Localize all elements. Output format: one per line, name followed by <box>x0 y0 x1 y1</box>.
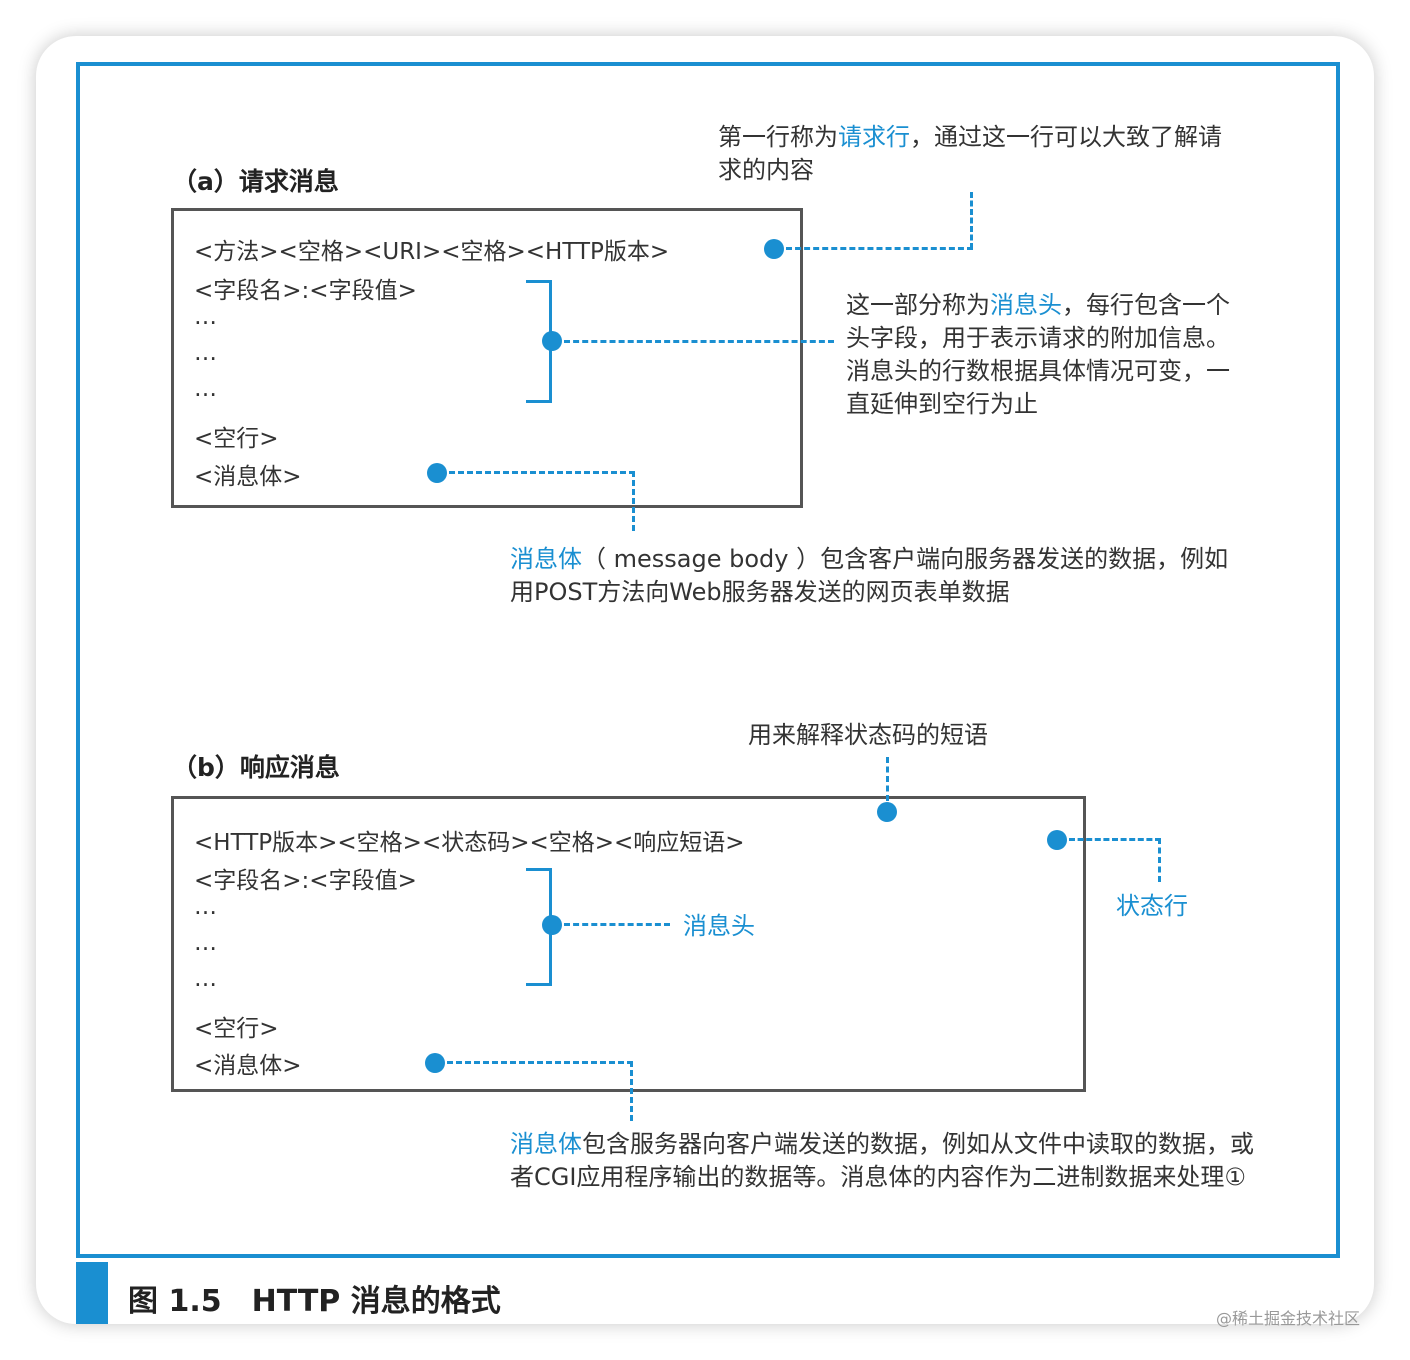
note-highlight: 请求行 <box>838 123 910 151</box>
request-ellipsis-2: … <box>194 340 217 366</box>
response-ellipsis-2: … <box>194 930 217 956</box>
request-header-field: <字段名>:<字段值> <box>194 278 417 304</box>
figure-caption: 图 1.5 HTTP 消息的格式 <box>128 1284 501 1319</box>
connector <box>447 1061 633 1064</box>
response-headers-note: 消息头 <box>683 912 755 940</box>
request-line-marker <box>764 239 784 259</box>
request-line-note: 第一行称为请求行，通过这一行可以大致了解请求的内容 <box>718 121 1238 187</box>
caption-bar <box>76 1262 1340 1324</box>
watermark: @稀土掘金技术社区 <box>1216 1309 1361 1328</box>
note-text: ，通过这一行可以大致了解请求的内容 <box>718 123 1222 184</box>
response-header-field: <字段名>:<字段值> <box>194 868 417 894</box>
response-body-note: 消息体包含服务器向客户端发送的数据，例如从文件中读取的数据，或者CGI应用程序输… <box>510 1128 1255 1194</box>
response-ellipsis-3: … <box>194 966 217 992</box>
response-body-line: <消息体> <box>194 1053 302 1079</box>
request-body-line: <消息体> <box>194 464 302 490</box>
connector <box>632 471 635 531</box>
response-empty-line: <空行> <box>194 1016 279 1042</box>
response-section-title: （b）响应消息 <box>172 753 340 782</box>
connector <box>886 757 889 801</box>
request-headers-note: 这一部分称为消息头，每行包含一个头字段，用于表示请求的附加信息。消息头的行数根据… <box>846 289 1248 421</box>
request-empty-line: <空行> <box>194 426 279 452</box>
connector <box>564 923 670 926</box>
request-message-box <box>171 208 803 508</box>
request-headers-marker <box>542 331 562 351</box>
note-text: ，每行包含一个头字段，用于表示请求的附加信息。消息头的行数根据具体情况可变，一直… <box>846 291 1230 418</box>
response-message-box <box>171 796 1086 1092</box>
request-ellipsis-3: … <box>194 376 217 402</box>
note-text: 第一行称为 <box>718 123 838 151</box>
request-body-marker <box>427 463 447 483</box>
connector <box>1158 838 1161 882</box>
connector <box>449 471 635 474</box>
response-ellipsis-1: … <box>194 894 217 920</box>
connector <box>970 192 973 249</box>
connector <box>564 340 834 343</box>
status-line-marker <box>1047 830 1067 850</box>
request-line: <方法><空格><URI><空格><HTTP版本> <box>194 239 670 265</box>
figure-frame <box>76 62 1340 1258</box>
note-highlight: 消息体 <box>510 545 582 573</box>
connector <box>786 247 973 250</box>
note-text: 包含服务器向客户端发送的数据，例如从文件中读取的数据，或者CGI应用程序输出的数… <box>510 1130 1254 1191</box>
reason-phrase-note: 用来解释状态码的短语 <box>748 721 988 749</box>
connector <box>630 1061 633 1121</box>
note-text: 这一部分称为 <box>846 291 990 319</box>
note-highlight: 消息体 <box>510 1130 582 1158</box>
note-highlight: 消息头 <box>990 291 1062 319</box>
response-headers-marker <box>542 915 562 935</box>
request-section-title: （a）请求消息 <box>172 167 339 196</box>
status-line-note: 状态行 <box>1116 892 1188 920</box>
reason-phrase-marker <box>877 802 897 822</box>
note-text: （ message body ）包含客户端向服务器发送的数据，例如用POST方法… <box>510 545 1229 606</box>
request-ellipsis-1: … <box>194 304 217 330</box>
request-body-note: 消息体（ message body ）包含客户端向服务器发送的数据，例如用POS… <box>510 543 1250 609</box>
status-line: <HTTP版本><空格><状态码><空格><响应短语> <box>194 830 745 856</box>
caption-accent <box>76 1262 108 1324</box>
response-body-marker <box>425 1053 445 1073</box>
connector <box>1069 838 1161 841</box>
